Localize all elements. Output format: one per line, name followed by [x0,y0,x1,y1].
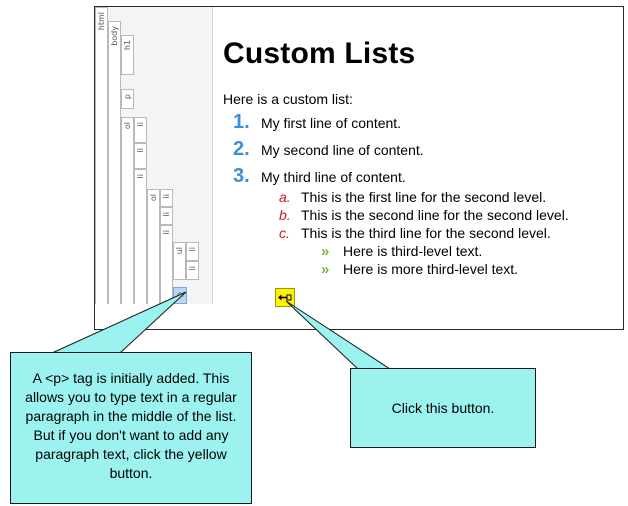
list-item-text: My second line of content. [261,142,424,158]
structure-tag-li-3[interactable]: li [134,169,147,304]
structure-tag-h1[interactable]: h1 [121,35,134,75]
list-item-text: Here is more third-level text. [343,261,519,277]
structure-tag-li-b[interactable]: li [160,207,173,225]
list-item-text: My first line of content. [261,115,402,131]
list-item-level3: » Here is third-level text. [321,243,482,260]
list-item-level2: a. This is the first line for the second … [279,189,546,205]
list-marker: » [321,243,330,260]
callout-text: Click this button. [391,400,495,416]
structure-tag-p[interactable]: p [121,89,134,109]
list-item-text: This is the first line for the second le… [301,189,547,205]
callout-paragraph-tag: A <p> tag is initially added. This allow… [10,352,252,504]
structure-tag-li-a[interactable]: li [160,189,173,207]
list-item-text: This is the second line for the second l… [301,207,569,223]
list-item-level2: b. This is the second line for the second… [279,207,569,223]
list-item-text: This is the third line for the second le… [301,225,551,241]
list-marker: b. [279,207,291,223]
structure-tag-ol[interactable]: ol [121,117,134,304]
list-marker: a. [279,189,291,205]
page-title: Custom Lists [223,37,416,70]
structure-tag-li-1[interactable]: li [134,117,147,143]
list-marker: 1. [233,111,250,133]
list-item-text: My third line of content. [261,169,406,185]
intro-paragraph: Here is a custom list: [223,91,353,107]
arrow-left-box-icon [278,294,292,301]
structure-tag-li-2[interactable]: li [134,143,147,169]
list-marker: c. [279,225,290,241]
structure-tag-html[interactable]: html [95,7,108,304]
list-marker: » [321,261,330,278]
list-marker: 3. [233,165,250,187]
structure-tag-body[interactable]: body [108,21,121,304]
list-item-level3: » Here is more third-level text. [321,261,518,278]
structure-tag-li-c[interactable]: li [160,225,173,304]
structure-tag-ol-nested[interactable]: ol [147,189,160,304]
remove-paragraph-button[interactable] [275,288,295,307]
list-item-level1: 1. My first line of content. [233,111,401,134]
structure-tag-ul[interactable]: ul [173,242,186,280]
list-marker: 2. [233,138,250,160]
list-item-level1: 3. My third line of content. [233,165,406,188]
structure-tag-li-i[interactable]: li [186,242,199,261]
list-item-level2: c. This is the third line for the second … [279,225,551,241]
structure-tag-li-ii[interactable]: li [186,261,199,280]
list-item-level1: 2. My second line of content. [233,138,424,161]
callout-click-button: Click this button. [350,368,536,448]
list-item-text: Here is third-level text. [343,243,483,259]
editor-window: html body h1 p ol li li li ol li li li u… [94,6,624,330]
